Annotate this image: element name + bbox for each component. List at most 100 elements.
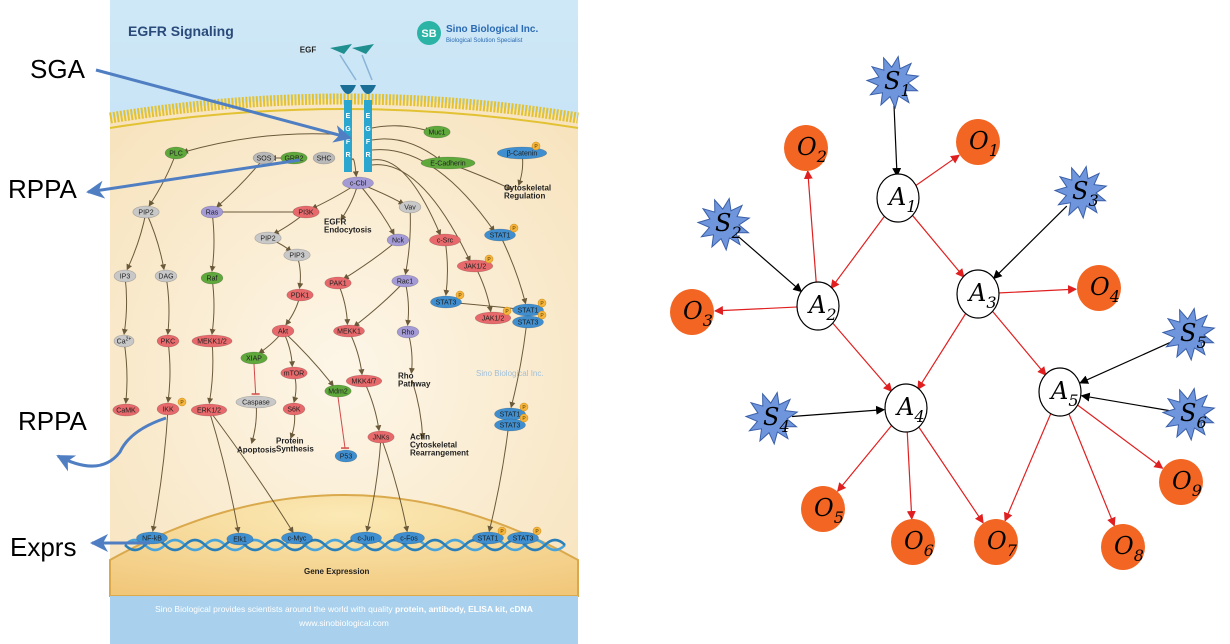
pathway-node-label: SHC — [317, 155, 332, 162]
pathway-node-label: Caspase — [242, 399, 270, 406]
pathway-node-label: c-Jun — [357, 535, 374, 542]
node-A4: A4 — [884, 383, 928, 433]
pathway-node-label: c-Fos — [400, 535, 418, 542]
node-label: O7 — [987, 527, 1018, 560]
output-circle — [1159, 459, 1203, 505]
pathway-node-nck: Nck — [386, 233, 410, 247]
node-letter: O — [904, 527, 924, 555]
node-letter: S — [1180, 399, 1196, 427]
output-circle — [784, 125, 828, 171]
sga-star-shape — [696, 197, 751, 252]
node-letter: O — [814, 494, 834, 522]
node-label: S6 — [1180, 399, 1207, 432]
pathway-node-label: STAT1 — [478, 535, 499, 542]
node-O7: O7 — [974, 519, 1018, 565]
node-O6: O6 — [891, 519, 935, 565]
node-subscript: 6 — [1196, 413, 1206, 432]
pathway-node-cmyc: c-Myc — [281, 531, 313, 545]
arrow-rppa-bottom — [56, 416, 167, 472]
pathway-node-label: mTOR — [284, 370, 304, 377]
edge-A1-O1 — [911, 154, 960, 189]
pathway-node-muc1: Muc1 — [423, 125, 451, 139]
pathway-node-label: JAK1/2 — [464, 263, 487, 270]
node-letter: O — [1172, 467, 1192, 495]
node-subscript: 7 — [1007, 541, 1018, 560]
node-subscript: 3 — [986, 293, 996, 312]
phospho-badge — [519, 413, 529, 423]
node-letter: S — [763, 403, 779, 431]
pathway-node-pi3k: PI3K — [292, 205, 320, 219]
node-letter: O — [987, 527, 1007, 555]
edge-A3-O4 — [994, 285, 1078, 295]
node-O9: O9 — [1159, 459, 1203, 505]
node-letter: O — [797, 133, 817, 161]
activity-circle — [876, 173, 920, 223]
pathway-node-s6k: S6K — [282, 402, 306, 416]
output-circle — [974, 519, 1018, 565]
node-label: S2 — [715, 209, 742, 242]
data-type-annotations: SGA RPPA RPPA Exprs — [8, 54, 352, 562]
edge-A4-O7 — [914, 421, 984, 524]
node-letter: A — [967, 279, 986, 307]
pathway-node-label: PIP2 — [260, 235, 275, 242]
pathway-node-ca: Ca2+ — [113, 334, 135, 348]
egfr-letter: G — [345, 126, 351, 133]
edge-S6-A5 — [1080, 392, 1170, 412]
pathway-edge — [499, 234, 528, 305]
edge-S2-A2 — [738, 236, 803, 293]
activity-circle — [884, 383, 928, 433]
pathway-node-mkk47: MKK4/7 — [345, 374, 383, 388]
pathway-node-label: PIP2 — [138, 209, 153, 216]
pathway-node-raf: Raf — [200, 271, 224, 285]
egf-ligand — [330, 44, 374, 81]
pathway-node-sos: SOS — [252, 151, 276, 165]
node-label: A5 — [1049, 377, 1079, 410]
pathway-node-ip3: IP3 — [113, 269, 137, 283]
node-O3: O3 — [670, 289, 714, 335]
node-label: S3 — [1072, 177, 1099, 210]
svg-text:P: P — [487, 257, 491, 263]
sga-star-shape — [1161, 387, 1216, 442]
node-subscript: 3 — [703, 311, 713, 330]
label-sga: SGA — [30, 54, 86, 84]
pathway-node-jak12b: JAK1/2P — [474, 306, 512, 325]
pathway-edge — [181, 133, 347, 154]
node-letter: S — [1072, 177, 1088, 205]
pathway-node-label: Muc1 — [428, 129, 445, 136]
node-S4: S4 — [744, 391, 799, 446]
pathway-node-camk: CaMK — [112, 403, 140, 417]
pathway-node-p53: P53 — [334, 449, 358, 463]
edge-S5-A5 — [1079, 341, 1172, 384]
node-label: A3 — [967, 279, 997, 312]
output-circle — [956, 119, 1000, 165]
output-circle — [891, 519, 935, 565]
pathway-node-label: Apoptosis — [237, 445, 277, 454]
pathway-node-mdm2: Mdm2 — [324, 384, 352, 398]
pathway-node-caspase: Caspase — [235, 395, 277, 409]
node-label: O3 — [683, 297, 713, 330]
node-O2: O2 — [784, 125, 828, 171]
cytoplasm — [110, 99, 578, 596]
pathway-node-label: JAK1/2 — [482, 315, 505, 322]
phospho-badge — [177, 397, 187, 407]
node-letter: A — [1049, 377, 1068, 405]
company-logo: SB — [417, 21, 441, 45]
inhibition-edge — [253, 363, 257, 395]
node-letter: O — [1090, 273, 1110, 301]
phospho-badge — [455, 290, 465, 300]
svg-text:P: P — [522, 416, 526, 422]
pathway-node-label: Elk1 — [233, 536, 247, 543]
pathway-node-label: MKK4/7 — [352, 378, 377, 385]
pathway-node-label: c-Myc — [288, 535, 307, 542]
egfr-poster: Gene Expression Sino Biological provides… — [109, 0, 579, 644]
pathway-node-rac1: Rac1 — [391, 274, 419, 288]
pathway-node-label: S6K — [287, 406, 301, 413]
pathway-node-cfos: c-Fos — [393, 531, 425, 545]
